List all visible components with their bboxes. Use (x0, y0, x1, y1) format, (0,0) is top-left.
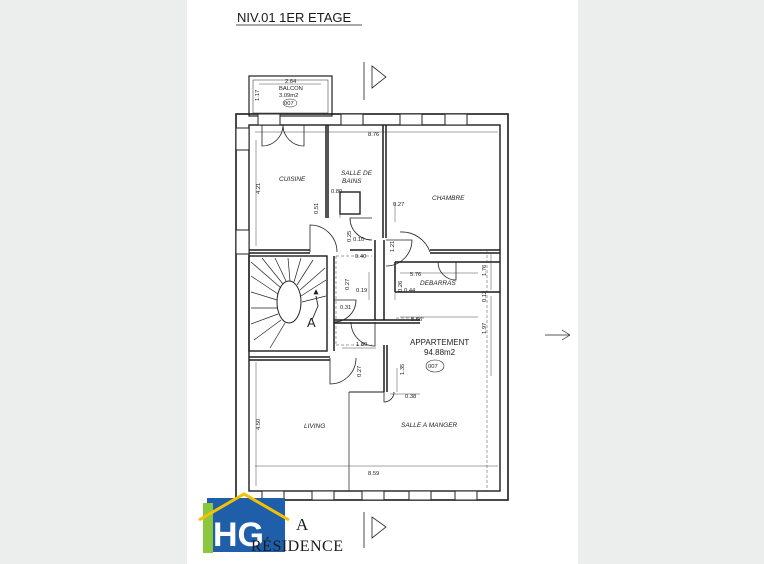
dim-bottom-width: 8.59 (368, 471, 379, 477)
balcony-width: 2.64 (285, 79, 297, 85)
windows-bottom (261, 490, 478, 501)
dim-180: 1.80 (356, 342, 367, 348)
dim-010: 0.10 (353, 237, 364, 243)
dim-176: 1.76 (482, 265, 488, 276)
apartment-label: APPARTEMENT (410, 338, 469, 347)
dim-kitchen-height: 4.21 (256, 183, 262, 194)
dim-135: 1.35 (400, 364, 406, 375)
balcony-tag-circle (282, 98, 298, 108)
plan-title: NIV.01 1ER ETAGE (237, 10, 351, 25)
logo-roof-icon (198, 492, 290, 522)
dim-044: 0.44 (404, 288, 416, 294)
bathroom-fixture (339, 191, 361, 215)
dim-031: 0.31 (340, 305, 351, 311)
apartment-tag-circle (425, 359, 445, 373)
dim-019: 0.19 (356, 288, 367, 294)
dim-top-width: 8.76 (368, 132, 379, 138)
room-label-salle-a-manger: SALLE A MANGER (401, 422, 458, 429)
room-label-debarras: DEBARRAS (420, 280, 456, 287)
section-marker-right (545, 329, 571, 341)
right-margin (578, 0, 764, 564)
logo-initials: HG (213, 516, 264, 554)
stair-label: A (307, 315, 316, 330)
section-marker-bottom (363, 512, 387, 548)
windows-top (257, 113, 468, 126)
dim-576: 5.76 (410, 272, 421, 278)
dimension-lines (255, 131, 498, 486)
dim-051: 0.51 (314, 203, 320, 214)
left-margin (0, 0, 187, 564)
windows-left (235, 127, 250, 255)
room-label-salle-de-bains-line1: SALLE DE (341, 170, 373, 177)
room-label-living: LIVING (304, 423, 325, 430)
balcony (248, 75, 333, 117)
dashed-lines (335, 250, 488, 491)
balcony-area: 3.09m2 (279, 93, 298, 99)
dim-027b: 0.27 (345, 279, 351, 290)
dim-012: 0.12 (482, 291, 488, 302)
apartment-area: 94.88m2 (424, 348, 456, 357)
staircase (250, 257, 327, 349)
balcony-tag: 007 (284, 101, 294, 107)
dim-027a: 0.27 (393, 202, 404, 208)
logo-text-line1: A (296, 515, 309, 534)
dim-121: 1.21 (390, 241, 396, 252)
dim-027c: 0.27 (357, 366, 363, 377)
logo-green-bar (203, 503, 213, 553)
balcony-depth: 1.17 (255, 90, 261, 101)
room-label-cuisine: CUISINE (279, 176, 306, 183)
room-label-salle-de-bains-line2: BAINS (342, 178, 362, 185)
doors (261, 124, 457, 403)
dim-040: 0.40 (355, 254, 366, 260)
dim-080: 0.80 (331, 189, 342, 195)
dim-living-height: 4.50 (256, 419, 262, 430)
dim-566: 5.66 (411, 317, 422, 323)
room-label-chambre: CHAMBRE (432, 195, 465, 202)
balcony-name: BALCON (279, 86, 303, 92)
dim-197: 1.97 (482, 323, 488, 334)
dim-025: 0.25 (347, 231, 353, 242)
interior-walls (248, 125, 500, 491)
logo: HG A RÉSIDENCE (198, 492, 344, 555)
dim-026: 0.26 (398, 281, 404, 292)
section-marker-top (363, 62, 387, 100)
apartment-tag: 007 (428, 364, 438, 370)
logo-text-line2: RÉSIDENCE (251, 536, 344, 555)
dim-038: 0.38 (405, 394, 416, 400)
